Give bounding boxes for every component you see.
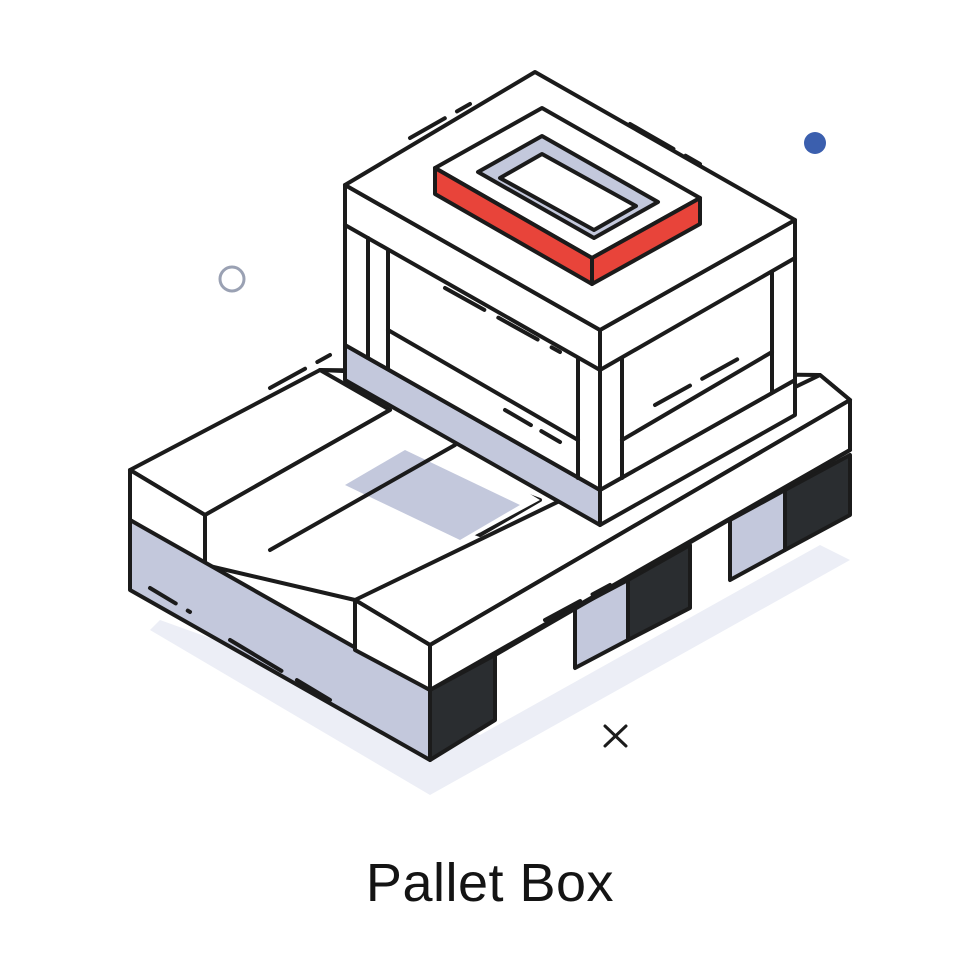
cross-mark-decoration bbox=[603, 724, 628, 748]
crate-lid-handle bbox=[433, 106, 702, 286]
ground-shadow bbox=[150, 545, 850, 795]
hollow-ring-decoration bbox=[218, 265, 246, 293]
filled-dot-decoration bbox=[804, 132, 826, 154]
icon-caption: Pallet Box bbox=[365, 853, 615, 913]
